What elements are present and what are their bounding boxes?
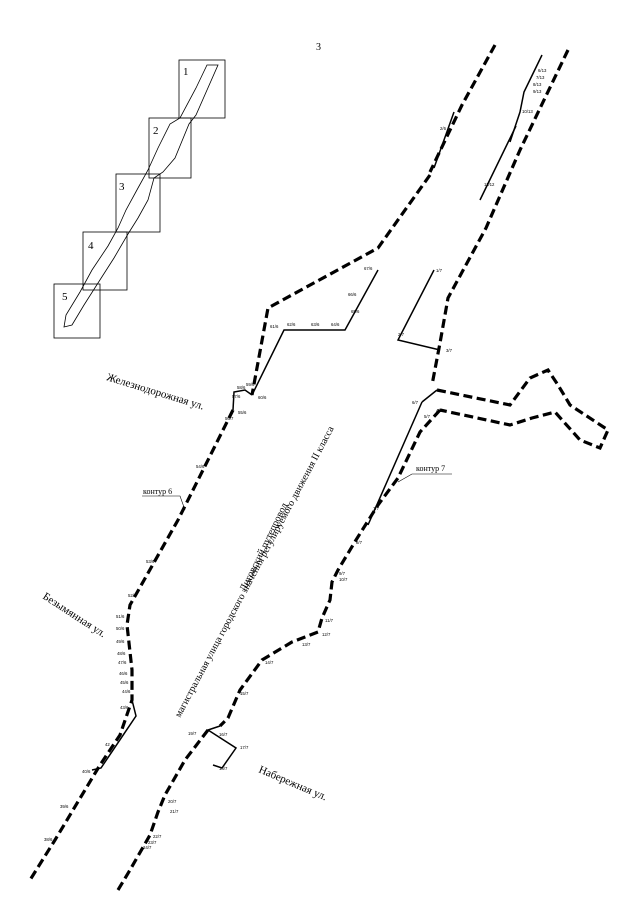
point-label: 14/7 [265, 660, 274, 665]
contour-6-leader [142, 495, 186, 511]
point-label: 11/12 [484, 182, 495, 187]
contour-7-dashed-loop [436, 367, 611, 451]
point-label: 8/13 [533, 82, 542, 87]
point-label: 65/6 [351, 309, 360, 314]
contour-7-label: контур 7 [416, 464, 445, 473]
index-map: 1 2 3 4 5 [53, 59, 226, 339]
point-label: 2/6 [440, 126, 447, 131]
contour-7-notch [206, 725, 238, 769]
point-label: 57/6 [232, 394, 241, 399]
point-label: 23/7 [148, 840, 157, 845]
top-dashed-line-b [430, 49, 570, 386]
point-label: 38/6 [44, 837, 53, 842]
point-label: 40/6 [82, 769, 91, 774]
point-label: 56/7 [225, 416, 234, 421]
index-label-2: 2 [153, 125, 159, 137]
point-label: 64/6 [331, 322, 340, 327]
contour-7-dashed-main [218, 408, 442, 728]
point-label: 10/13 [522, 109, 533, 114]
point-label: 8/7 [356, 540, 363, 545]
point-label: 16/7 [219, 732, 228, 737]
point-label: 52/6 [128, 593, 137, 598]
point-label: 10/7 [339, 577, 348, 582]
point-label: 49/6 [116, 639, 125, 644]
index-label-5: 5 [62, 291, 68, 303]
point-label: 61/6 [270, 324, 279, 329]
point-label: 67/6 [364, 266, 373, 271]
point-label: 66/6 [348, 292, 357, 297]
point-label: 6/13 [538, 68, 547, 73]
point-label: 48/6 [117, 651, 126, 656]
contour-7-solid-link [421, 389, 438, 403]
point-label: 63/6 [311, 322, 320, 327]
point-label: 18/7 [219, 766, 228, 771]
point-label: 54/6 [196, 464, 205, 469]
point-label: 42 [105, 742, 110, 747]
point-label: 43/6 [120, 705, 129, 710]
point-labels: 58/6 59/6 60/6 61/6 62/6 63/6 64/6 65/6 … [44, 68, 547, 850]
index-label-4: 4 [88, 240, 94, 252]
point-label: 9/13 [533, 89, 542, 94]
point-label: 21/7 [170, 809, 179, 814]
index-road-outline [63, 64, 219, 328]
contour-7-leader [397, 473, 452, 483]
point-label: 51/6 [116, 614, 125, 619]
point-label: 60/6 [258, 395, 267, 400]
contour-6-solid-notch [91, 699, 137, 771]
contour-7-solid-left [367, 401, 423, 526]
point-label: 50/6 [116, 626, 125, 631]
point-label: 7/13 [536, 75, 545, 80]
point-label: 5/7 [424, 414, 431, 419]
point-label: 39/6 [60, 804, 69, 809]
page-number: 3 [316, 42, 321, 53]
point-label: 45/6 [120, 680, 129, 685]
top-dashed-line-a [428, 44, 497, 173]
index-label-1: 1 [183, 66, 189, 78]
contour-7-dashed-bottom [116, 729, 210, 891]
street-zheleznodorozhnaya: Железнодорожная ул. [105, 371, 206, 412]
point-label: 15/7 [240, 691, 249, 696]
contour-6-dashed-lower [28, 409, 235, 881]
point-label: 20/7 [168, 799, 177, 804]
point-label: 44/6 [122, 689, 131, 694]
point-label: 24/7 [143, 845, 152, 850]
point-label: 11/7 [325, 618, 334, 623]
contour-7-solid-top [396, 269, 441, 351]
point-label: 19/7 [188, 731, 197, 736]
contour-6-step [232, 389, 253, 411]
point-label: 3/7 [446, 348, 453, 353]
point-label: 58/6 [237, 385, 246, 390]
index-frame-5 [53, 283, 101, 339]
index-frame-4 [82, 231, 128, 291]
point-label: 1/7 [436, 268, 443, 273]
contour-6-label: контур 6 [143, 487, 172, 496]
point-label: 59/6 [246, 382, 255, 387]
street-bezymyannaya: Безымянная ул. [40, 590, 108, 640]
point-label: 6/7 [412, 400, 419, 405]
index-frame-2 [148, 117, 192, 179]
point-label: 7/7 [373, 506, 380, 511]
contour-6-solid-corner [251, 269, 379, 396]
top-solid-line-a [433, 111, 455, 169]
top-solid-line-c [479, 125, 517, 201]
point-label: 53/6 [146, 559, 155, 564]
contour-6-dashed-upper [250, 174, 432, 396]
point-label: 2/7 [398, 332, 405, 337]
index-frame-3 [115, 173, 161, 233]
point-label: 46/6 [119, 671, 128, 676]
point-label: 47/6 [118, 660, 127, 665]
point-label: 22/7 [153, 834, 162, 839]
point-label: 4/7 [436, 408, 443, 413]
point-label: 55/6 [238, 410, 247, 415]
point-label: 12/7 [322, 632, 331, 637]
index-label-3: 3 [119, 181, 125, 193]
point-label: 62/6 [287, 322, 296, 327]
point-label: 17/7 [240, 745, 249, 750]
point-label: 13/7 [302, 642, 311, 647]
street-naberezhnaya: Набережная ул. [257, 764, 329, 804]
point-label: 9/7 [339, 571, 346, 576]
index-frame-1 [178, 59, 226, 119]
